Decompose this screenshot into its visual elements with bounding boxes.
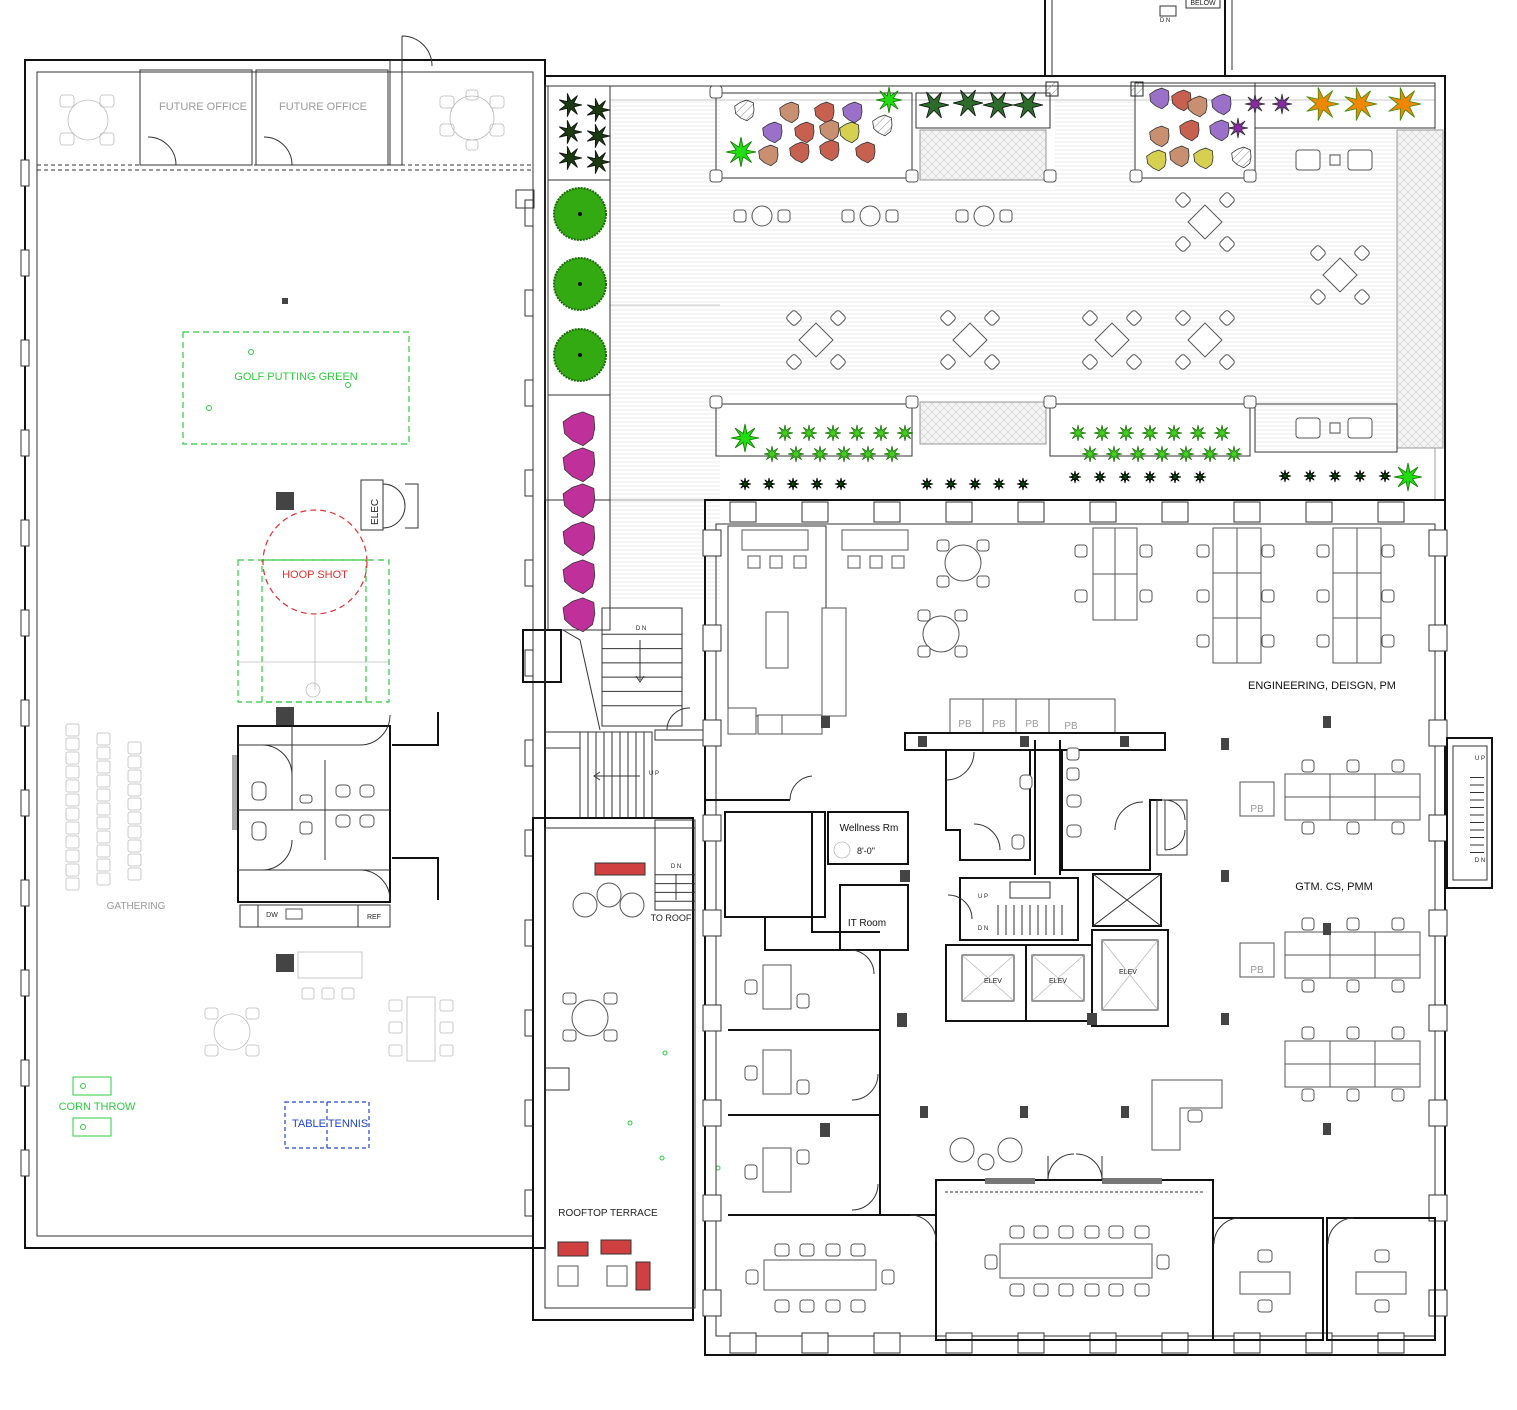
gtm-label: GTM. CS, PMM	[1295, 881, 1373, 893]
round-trees	[553, 187, 607, 382]
center-lounge	[949, 1079, 1223, 1171]
right-up-label: U P	[1475, 756, 1485, 762]
restroom-block	[232, 712, 439, 903]
gathering-label: GATHERING	[107, 901, 166, 912]
table-tennis-zone: TABLE TENNIS	[284, 1101, 370, 1149]
future-office-1-label: FUTURE OFFICE	[159, 101, 247, 113]
left-wall-pilasters	[20, 159, 534, 1217]
to-roof-label: TO ROOF	[651, 913, 692, 923]
elec-label: ELEC	[370, 499, 381, 525]
building-core	[904, 732, 1188, 875]
below-label: BELOW	[1190, 0, 1216, 7]
long-table-left	[388, 996, 454, 1062]
pb-label-2: PB	[992, 719, 1006, 730]
pb-label-6: PB	[1250, 965, 1264, 976]
magenta-shrubs	[562, 411, 596, 633]
ref-label: REF	[367, 914, 381, 921]
it-room-label: IT Room	[848, 918, 886, 929]
pb-label-1: PB	[958, 719, 972, 730]
stair-up-label: U P	[649, 771, 659, 777]
corn-throw-label: CORN THROW	[59, 1101, 136, 1113]
golf-putting-green-label: GOLF PUTTING GREEN	[234, 371, 358, 383]
corn-throw-zone: CORN THROW	[59, 1076, 136, 1137]
gathering-seating	[65, 723, 142, 891]
gtm-desks	[1284, 759, 1421, 1102]
rooftop-terrace-label: ROOFTOP TERRACE	[558, 1208, 658, 1219]
terrace-posts	[709, 85, 1257, 409]
stair-dn-label: D N	[636, 626, 646, 632]
left-wing: FUTURE OFFICE FUTURE OFFICE GO	[20, 35, 546, 1249]
phone-booths-row: PB PB PB PB	[949, 698, 1116, 734]
top-terrace: BELOW D N	[544, 0, 1446, 633]
hoop-shot-zone	[262, 509, 368, 615]
pb-label-4: PB	[1064, 721, 1078, 732]
elevators: ELEV ELEV ELEV	[945, 873, 1169, 1027]
stair-connector: D N U P	[522, 520, 706, 819]
elev-label-3: ELEV	[1119, 969, 1137, 976]
elev-label-2: ELEV	[1049, 978, 1067, 985]
round-table-top-left	[59, 94, 115, 146]
rooftop-lounge	[557, 862, 721, 1291]
round-table-lower-left	[204, 1007, 260, 1057]
hoop-shot-label: HOOP SHOT	[282, 569, 348, 581]
dimension-label: 8'-0"	[857, 846, 875, 856]
golf-putting-green-zone	[182, 331, 410, 445]
elev-label-1: ELEV	[984, 978, 1002, 985]
engineering-desks	[1074, 527, 1395, 664]
dw-label: DW	[266, 912, 278, 919]
engineering-label: ENGINEERING, DEISGN, PM	[1248, 680, 1396, 692]
right-stair: U P D N	[1446, 737, 1493, 889]
interior-columns	[920, 716, 1331, 1135]
main-office: ENGINEERING, DEISGN, PM PB PB PB PB	[702, 499, 1448, 1356]
terrace-furniture	[733, 149, 1373, 439]
pb-label-5: PB	[1250, 804, 1264, 815]
wellness-label: Wellness Rm	[840, 823, 899, 834]
top-dn-label: D N	[1160, 18, 1170, 24]
round-table-top-right	[439, 89, 505, 151]
pb-label-3: PB	[1025, 719, 1039, 730]
right-dn-label: D N	[1475, 858, 1485, 864]
break-round-tables	[917, 539, 990, 658]
flower-clusters	[734, 87, 1252, 172]
ground-plants	[738, 424, 1392, 491]
rooftop-terrace: D N TO ROOF ROOFTOP TERRACE	[532, 817, 721, 1321]
kitchenette: DW REF	[239, 904, 391, 928]
table-tennis-label-2: TENNIS	[328, 1118, 368, 1130]
future-office-2-label: FUTURE OFFICE	[279, 101, 367, 113]
core-up-label: U P	[978, 894, 988, 900]
dark-star-shrubs	[558, 86, 1423, 492]
conference-rooms	[745, 1153, 1436, 1341]
core-stair: U P D N	[947, 877, 1079, 941]
private-offices: Wellness Rm 8'-0" IT Room	[705, 775, 935, 1216]
core-dn-label: D N	[978, 926, 988, 932]
table-tennis-label-1: TABLE	[292, 1118, 326, 1130]
roof-dn-label: D N	[671, 864, 681, 870]
elec-closet: ELEC	[360, 479, 419, 531]
